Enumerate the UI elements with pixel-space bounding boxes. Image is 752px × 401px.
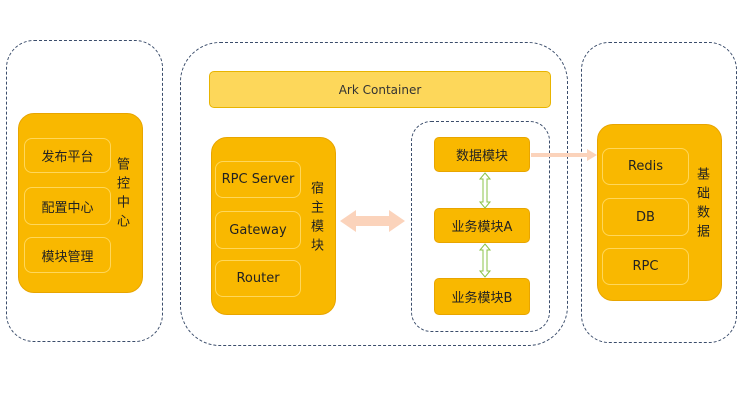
data-to-infra-arrow	[531, 149, 597, 161]
management-item-module-mgmt[interactable]: 模块管理	[24, 237, 111, 273]
module-link-arrow-1	[478, 172, 492, 209]
module-link-arrow-2	[478, 243, 492, 278]
host-item-rpc-server[interactable]: RPC Server	[215, 161, 301, 198]
ark-group	[180, 42, 568, 346]
ark-container-bar: Ark Container	[209, 71, 551, 108]
host-module-label: 宿主模块	[308, 181, 323, 257]
infrastructure-group	[581, 42, 737, 343]
module-business-b[interactable]: 业务模块B	[434, 278, 530, 315]
module-business-a[interactable]: 业务模块A	[434, 208, 530, 243]
infrastructure-label: 基础数据	[694, 167, 709, 243]
management-item-config[interactable]: 配置中心	[24, 187, 111, 225]
management-label: 管控中心	[114, 157, 129, 233]
modules-group	[411, 121, 550, 332]
infra-item-db[interactable]: DB	[602, 198, 689, 236]
infra-item-redis[interactable]: Redis	[602, 148, 689, 185]
management-group	[6, 40, 163, 342]
host-item-gateway[interactable]: Gateway	[215, 211, 301, 249]
management-item-publish[interactable]: 发布平台	[24, 138, 111, 173]
module-data[interactable]: 数据模块	[434, 137, 530, 172]
host-item-router[interactable]: Router	[215, 260, 301, 297]
infra-item-rpc[interactable]: RPC	[602, 248, 689, 285]
host-to-modules-arrow	[340, 210, 405, 232]
